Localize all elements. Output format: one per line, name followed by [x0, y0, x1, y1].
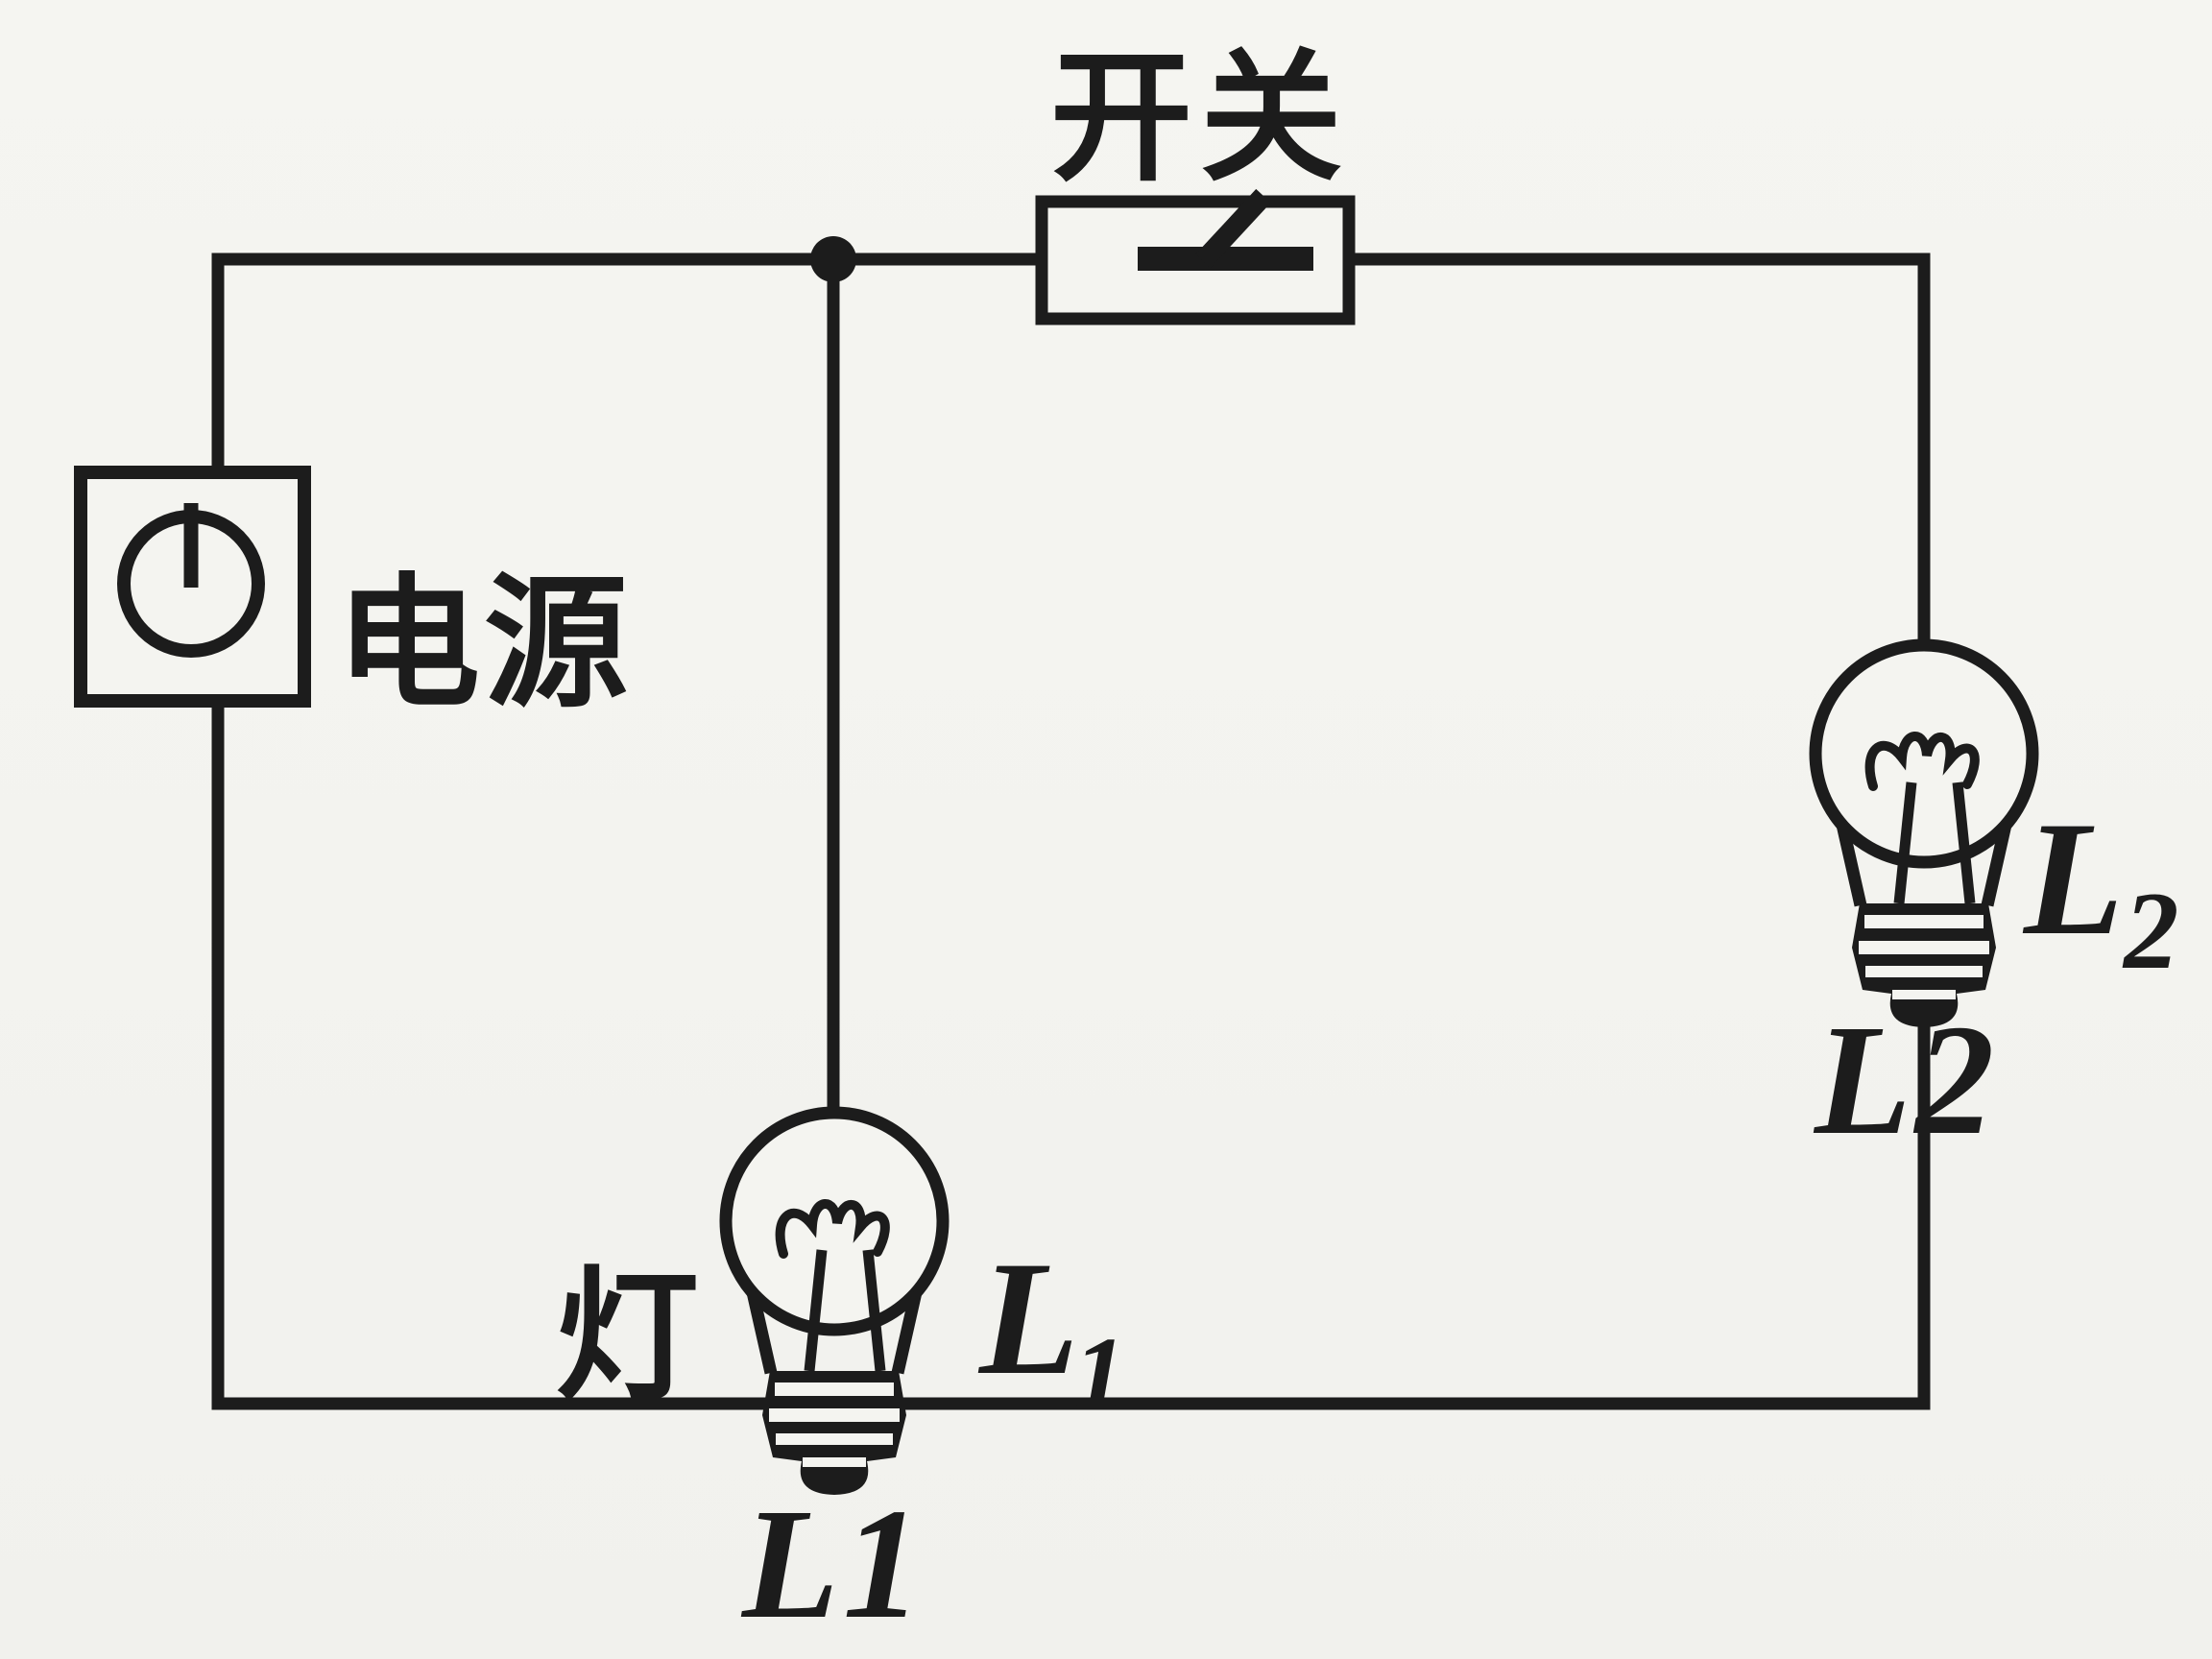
lamp1-symbol-letter: L — [977, 1228, 1079, 1408]
lamp1-neck-left — [746, 1290, 778, 1375]
lamp2-base-groove — [1865, 966, 1983, 977]
lamp1-support-left — [804, 1249, 828, 1372]
lamp1-support-right — [862, 1249, 886, 1372]
junction-dot — [810, 236, 856, 282]
lamp1-filament — [775, 1199, 890, 1259]
lamp1-base-groove — [769, 1408, 900, 1422]
power-supply-symbol — [74, 466, 311, 708]
lamp2-base-groove — [1892, 990, 1956, 999]
lamp1-symbol-subscript: 1 — [1073, 1315, 1126, 1432]
lamp1-prefix-label: 灯 — [555, 1259, 699, 1418]
lamp2-base — [1852, 903, 1996, 1027]
switch-lever — [1195, 188, 1271, 269]
lamp2-symbol-subscript: 2 — [2122, 870, 2179, 992]
power-supply-label: 电源 — [336, 565, 632, 725]
lamp2-base-groove — [1864, 915, 1984, 928]
lamp1-caption: L1 — [740, 1476, 926, 1651]
lamp2-base-groove — [1859, 941, 1989, 954]
lamp2-neck-left — [1836, 823, 1867, 907]
switch-symbol — [1035, 188, 1356, 325]
lamp1-base-groove — [803, 1457, 866, 1467]
lamp1-neck-right — [891, 1290, 923, 1375]
wire-top-left — [211, 252, 1047, 478]
lamp1-base-groove — [776, 1433, 893, 1445]
lamp2-support-left — [1893, 781, 1917, 904]
wire-top-right — [1343, 252, 1931, 649]
lamp1-symbol — [719, 1106, 950, 1495]
lamp2-caption: L2 — [1813, 992, 1998, 1167]
circuit-wires — [211, 252, 1931, 1410]
lamp2-symbol-letter: L — [2022, 788, 2124, 969]
lamp2-neck-right — [1981, 823, 2012, 907]
lamp2-symbol — [1809, 638, 2039, 1027]
lamp2-filament — [1864, 732, 1980, 791]
lamp1-base — [762, 1371, 906, 1495]
lamp1-base-groove — [775, 1382, 894, 1396]
wire-bottom-loop — [211, 697, 1931, 1410]
switch-label: 开关 — [1050, 41, 1350, 199]
lamp2-support-right — [1952, 781, 1976, 904]
